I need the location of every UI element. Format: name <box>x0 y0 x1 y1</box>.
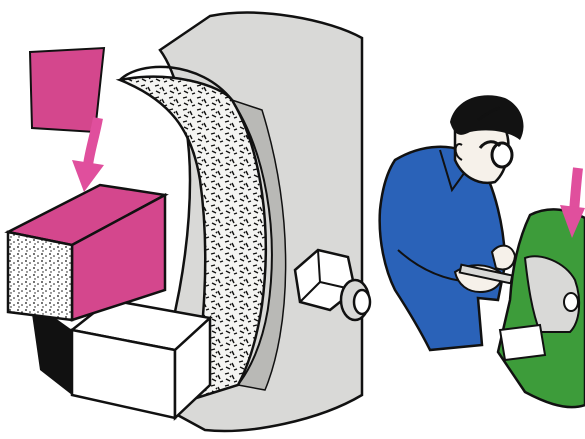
grain-block <box>8 185 165 320</box>
goggle-lens <box>492 143 512 167</box>
green-grinder <box>498 209 585 407</box>
worker-hand-right <box>492 246 515 270</box>
right-arrow-shaft <box>574 168 578 212</box>
grain-block-cut-face <box>8 232 72 320</box>
worker <box>380 95 524 350</box>
green-grinder-spindle <box>564 293 578 311</box>
green-grinder-rest <box>500 325 545 360</box>
spindle-end <box>354 290 370 314</box>
